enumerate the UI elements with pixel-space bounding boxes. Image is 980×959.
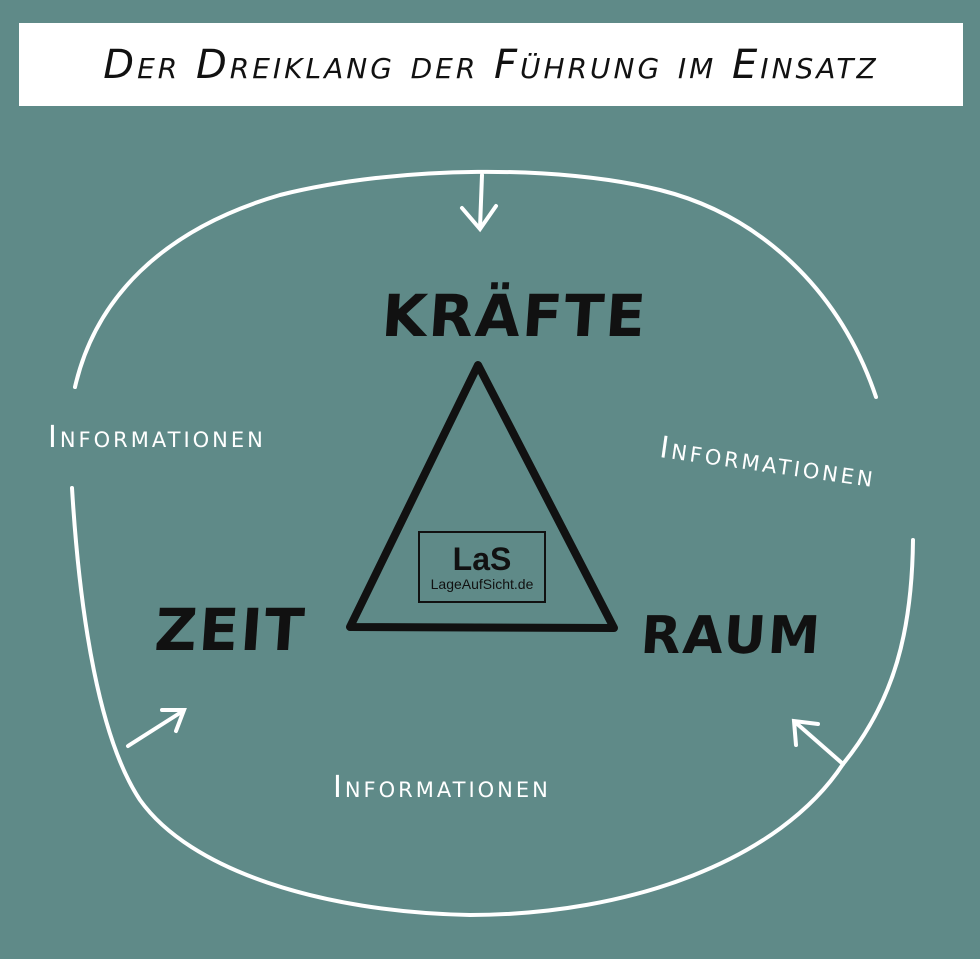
info-label-bottom: Informationen bbox=[333, 770, 551, 805]
page-title: Der Dreiklang der Führung im Einsatz bbox=[103, 41, 879, 88]
logo-main-text: LaS bbox=[452, 541, 512, 577]
triangle-shape bbox=[346, 361, 618, 632]
info-label-left: Informationen bbox=[48, 420, 266, 455]
node-kraefte: KRÄFTE bbox=[379, 282, 650, 350]
arrow-down-icon bbox=[460, 173, 498, 233]
arrow-up-left-icon bbox=[791, 718, 845, 766]
title-banner: Der Dreiklang der Führung im Einsatz bbox=[19, 23, 963, 106]
las-logo: LaS LageAufSicht.de bbox=[418, 531, 546, 603]
cycle-arc-bottom bbox=[70, 486, 845, 918]
arrow-up-right-icon bbox=[126, 708, 187, 748]
cycle-arc-top bbox=[73, 169, 878, 399]
node-zeit: ZEIT bbox=[152, 596, 309, 664]
logo-sub-text: LageAufSicht.de bbox=[430, 576, 534, 592]
node-raum: RAUM bbox=[638, 606, 824, 666]
cycle-arc-right bbox=[841, 538, 915, 766]
